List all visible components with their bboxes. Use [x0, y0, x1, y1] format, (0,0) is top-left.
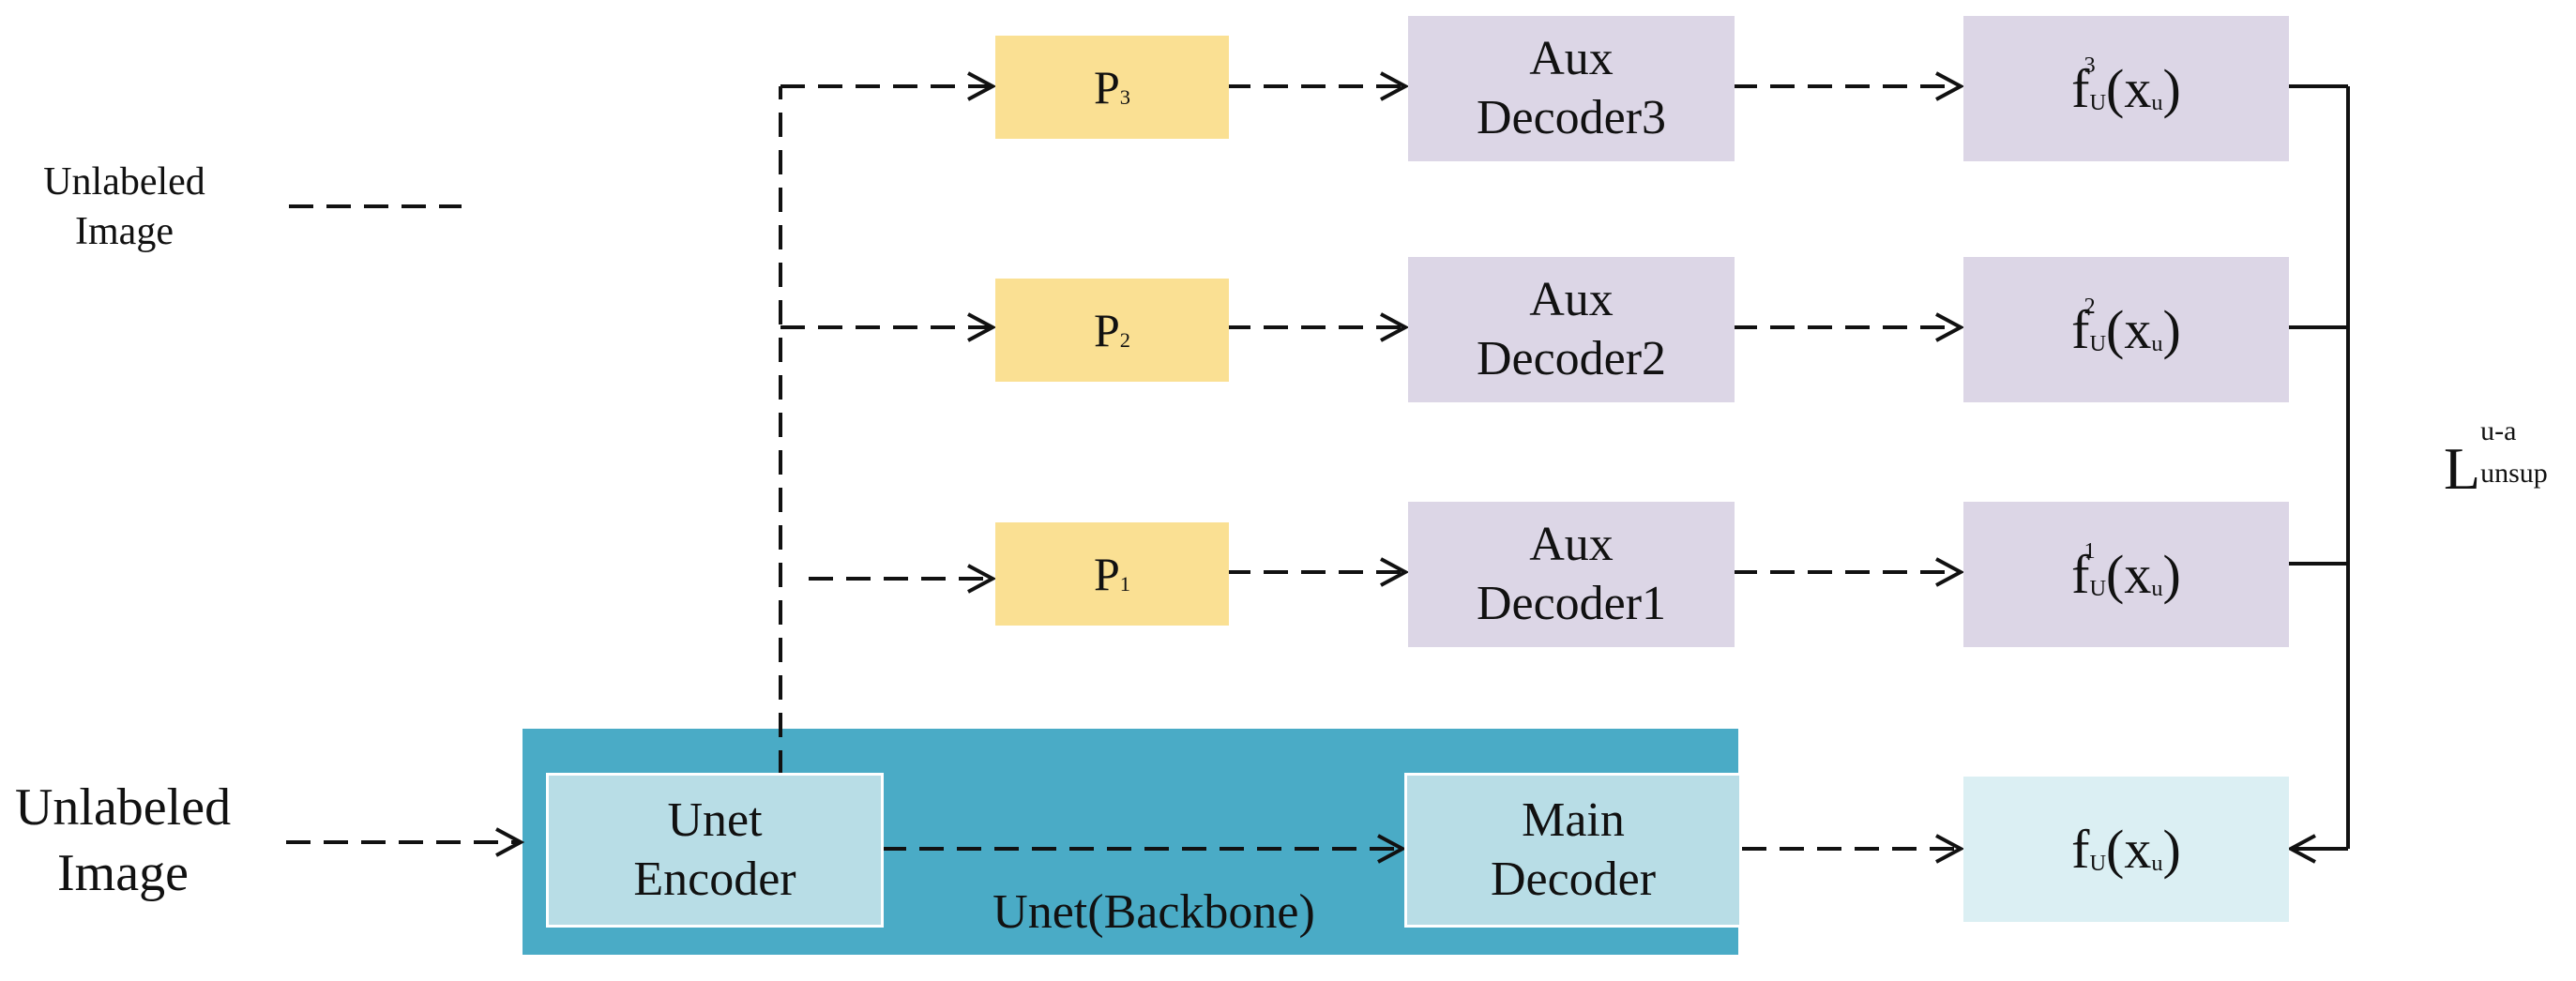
perturbation-p1: P1: [995, 522, 1229, 626]
top-input-label: Unlabeled Image: [43, 160, 205, 253]
aux-decoder-3: Aux Decoder3: [1408, 16, 1735, 161]
main-decoder: Main Decoder: [1404, 773, 1742, 928]
unet-encoder: Unet Encoder: [546, 773, 884, 928]
perturbation-p3: P3: [995, 36, 1229, 139]
main-output: fU(xu): [1963, 777, 2289, 922]
aux-decoder-2: Aux Decoder2: [1408, 257, 1735, 402]
bottom-input-label: Unlabeled Image: [14, 778, 232, 902]
aux-decoder-1: Aux Decoder1: [1408, 502, 1735, 647]
backbone-label: Unet(Backbone): [993, 885, 1315, 939]
perturbation-p2: P2: [995, 279, 1229, 382]
